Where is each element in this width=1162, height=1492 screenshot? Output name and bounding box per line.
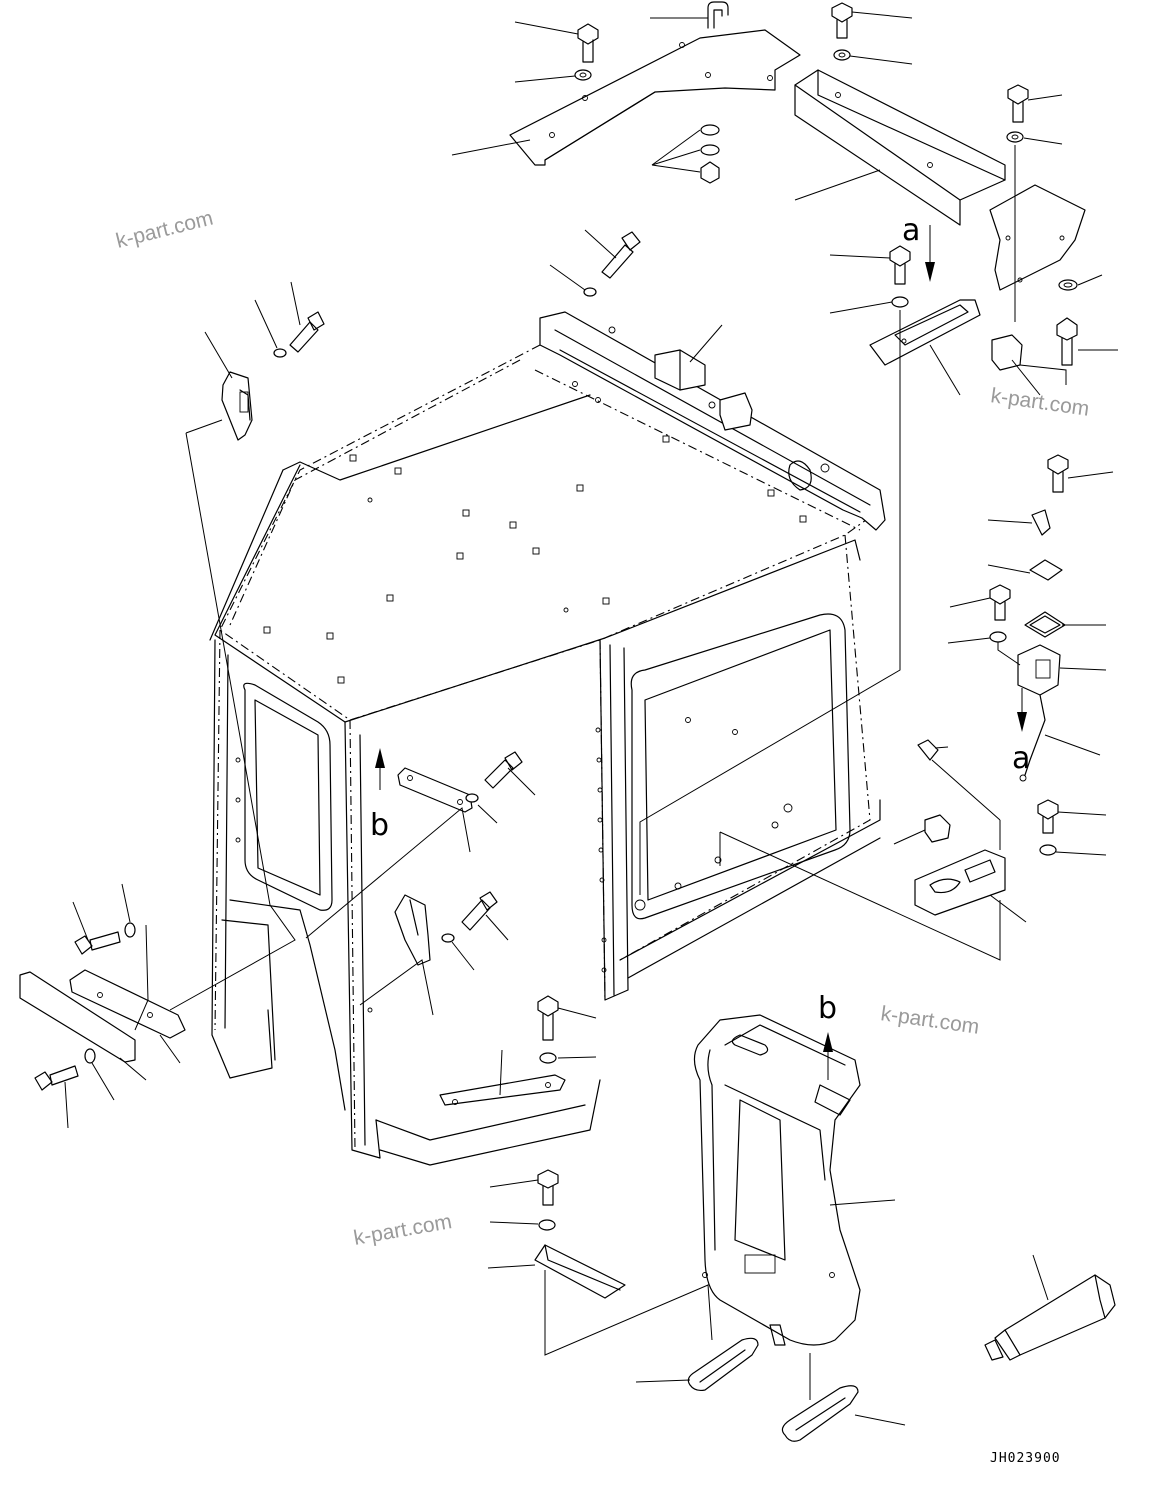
channel-bracket <box>869 299 981 366</box>
bolt-top-3 <box>1007 84 1029 123</box>
washer-left-hinge <box>273 348 287 358</box>
bolt-top-1 <box>577 23 599 63</box>
roof-crossbeam <box>539 311 886 531</box>
hinge-bracket-left <box>221 371 253 441</box>
washer-stack <box>700 124 720 184</box>
bolt-left-hinge <box>289 311 325 353</box>
view-label-b-left: b <box>370 808 389 843</box>
view-label-a-top: a <box>902 213 920 248</box>
step-plate <box>439 1074 566 1106</box>
washer-hinge-plate <box>441 933 455 943</box>
u-bolt <box>650 1 729 29</box>
washer-right-4 <box>1039 844 1057 856</box>
lower-left-guard <box>19 969 186 1063</box>
bolt-catch <box>484 751 523 789</box>
roof-studs <box>263 381 807 1013</box>
console-stand <box>693 1014 861 1346</box>
connector-assembly <box>1017 509 1066 782</box>
upper-tray-box <box>794 69 1006 226</box>
view-label-a-bottom: a <box>1012 741 1030 776</box>
bolt-right-3 <box>989 584 1011 621</box>
washer-guard-upper <box>124 922 136 938</box>
washer-guard-lower <box>84 1048 96 1064</box>
washer-top-3 <box>1006 131 1024 143</box>
nut-right <box>1058 279 1078 291</box>
washer-right-3 <box>989 631 1007 643</box>
watermark-lower-right: k-part.com <box>879 1002 980 1039</box>
view-arrow-a-bottom: a <box>1012 688 1030 776</box>
small-cover-plate <box>534 1244 626 1299</box>
washer-beam <box>583 287 597 297</box>
bolt-step <box>537 995 559 1041</box>
catch-plate <box>397 767 473 813</box>
bolt-right-1 <box>1056 317 1078 366</box>
bolt-guard-lower <box>34 1065 79 1091</box>
drawing-code: JH023900 <box>990 1451 1061 1466</box>
view-label-b-right: b <box>818 991 837 1026</box>
bolt-bracket <box>889 245 911 285</box>
washer-catch <box>465 793 479 803</box>
bolt-hinge-plate <box>461 891 498 931</box>
right-bracket-plate <box>989 184 1086 291</box>
seal-grommet-lower <box>781 1385 859 1442</box>
watermark-right: k-part.com <box>989 384 1090 421</box>
door-hinge-plate <box>394 894 431 966</box>
watermark-top-left: k-part.com <box>114 207 216 253</box>
washer-bracket <box>891 296 909 308</box>
leader-lines <box>64 11 1118 1426</box>
view-arrow-b-left: b <box>370 748 389 843</box>
pillar-holes <box>235 727 607 973</box>
upper-cover-plate <box>509 29 801 166</box>
bolt-beam <box>601 231 641 279</box>
washer-step <box>539 1052 557 1064</box>
view-arrow-b-right: b <box>818 991 837 1080</box>
seal-grommet-upper <box>687 1337 759 1392</box>
bolt-guard-upper <box>74 931 121 955</box>
sealant-tube <box>984 1274 1116 1361</box>
bolt-top-2 <box>831 2 853 39</box>
bolt-right-4 <box>1037 799 1059 834</box>
washer-top-1 <box>574 69 592 81</box>
bolt-cover <box>537 1169 559 1206</box>
bolt-right-2 <box>1047 454 1069 493</box>
view-arrow-a-top: a <box>902 213 935 282</box>
switch-housing <box>914 739 1006 916</box>
cab-frame <box>209 344 881 1166</box>
washer-top-2 <box>833 49 851 61</box>
watermark-lower-left: k-part.com <box>352 1210 454 1250</box>
small-block <box>991 334 1023 371</box>
washer-cover <box>538 1219 556 1231</box>
